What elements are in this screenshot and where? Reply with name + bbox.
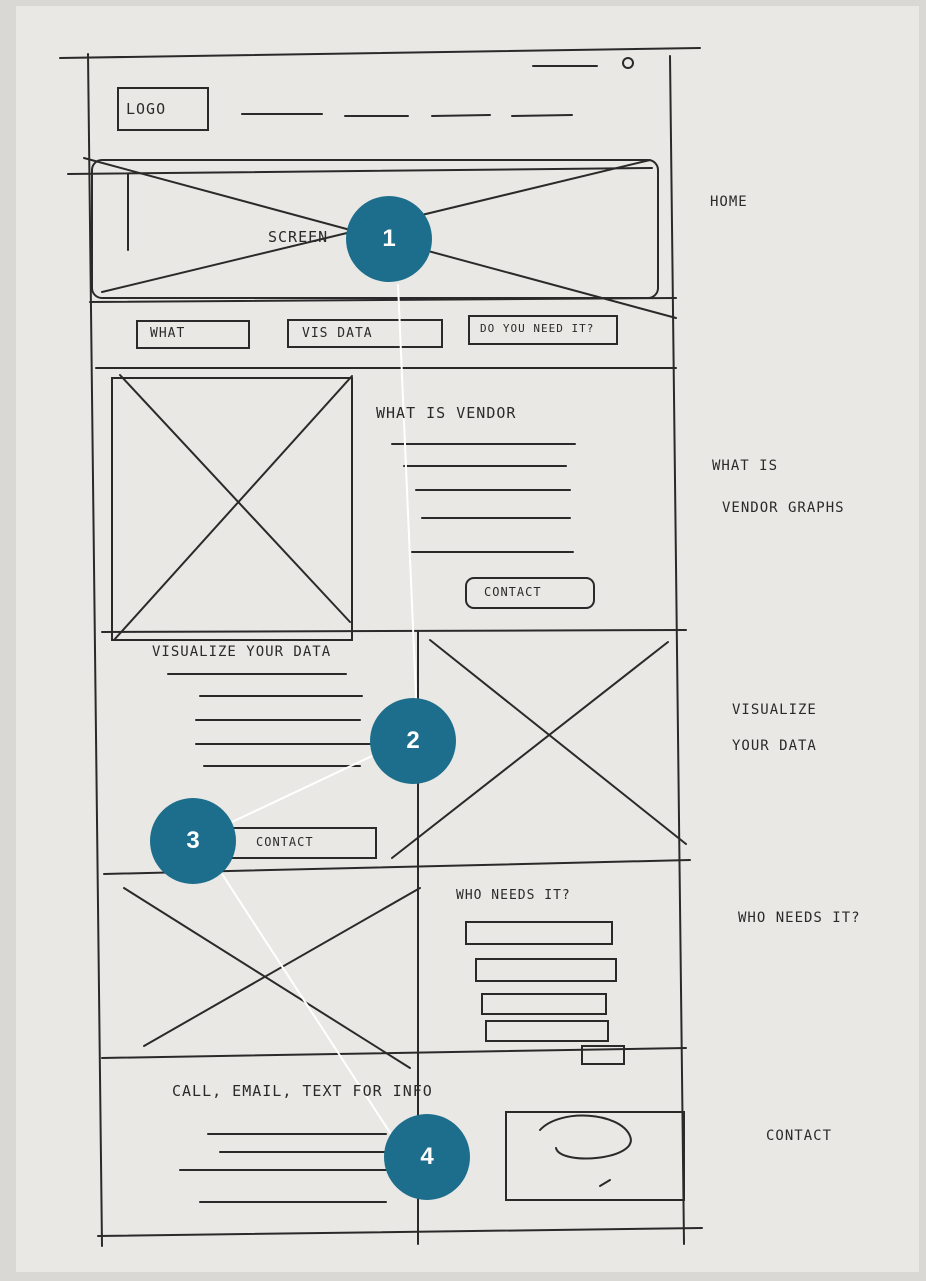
hero-box	[91, 159, 659, 299]
who-bottom-line	[101, 1047, 687, 1059]
nav-button-vis	[287, 319, 443, 348]
what-image-cross-2	[113, 375, 353, 641]
vis-contact-button[interactable]: CONTACT	[256, 835, 314, 849]
side-note-what-line1: WHAT IS	[712, 458, 779, 474]
user-icon	[622, 57, 634, 69]
what-contact-button[interactable]: CONTACT	[484, 585, 542, 599]
side-note-contact: CONTACT	[766, 1128, 833, 1144]
who-list-box-4	[485, 1020, 609, 1042]
vis-image-cross-2	[391, 641, 669, 859]
contact-image-mark	[599, 1179, 611, 1187]
nav-button-what	[136, 320, 250, 349]
connector-1-2	[397, 283, 419, 743]
contact-heading: CALL, EMAIL, TEXT FOR INFO	[172, 1082, 433, 1100]
vis-heading: VISUALIZE YOUR DATA	[152, 644, 332, 660]
nav-button-need	[468, 315, 618, 345]
contact-image-box	[505, 1111, 685, 1201]
nav-need-label[interactable]: DO YOU NEED IT?	[480, 322, 595, 335]
nav-vis-label[interactable]: VIS DATA	[302, 326, 373, 341]
hero-line	[67, 167, 653, 175]
connector-2-3	[231, 755, 373, 823]
logo-label: LOGO	[126, 100, 167, 118]
who-image-cross-1	[123, 887, 411, 1069]
marker-4[interactable]: 4	[384, 1114, 470, 1200]
side-note-what-line2: VENDOR GRAPHS	[722, 500, 845, 516]
side-note-home: HOME	[710, 194, 748, 210]
who-list-box-1	[465, 921, 613, 945]
side-note-vis-line2: YOUR DATA	[732, 738, 817, 754]
what-heading: WHAT IS VENDOR	[376, 404, 517, 422]
frame-bottom-line	[97, 1227, 703, 1237]
frame-right-line	[669, 55, 685, 1245]
nav-what-label[interactable]: WHAT	[150, 326, 186, 341]
nav-placeholder-3	[431, 114, 491, 117]
hero-bottom-line	[89, 297, 677, 303]
who-heading: WHO NEEDS IT?	[456, 888, 571, 903]
side-note-who: WHO NEEDS IT?	[738, 910, 861, 926]
hero-label: SCREEN	[268, 228, 329, 246]
connector-3-4	[221, 873, 401, 1149]
frame-left-line	[87, 53, 103, 1247]
who-list-box-2	[475, 958, 617, 982]
marker-3[interactable]: 3	[150, 798, 236, 884]
frame-top-line	[59, 47, 701, 59]
vis-image-cross-1	[429, 639, 687, 845]
what-image-cross-1	[119, 374, 351, 623]
marker-1[interactable]: 1	[346, 196, 432, 282]
logo-box	[117, 87, 209, 131]
what-image-box	[111, 377, 353, 641]
marker-2[interactable]: 2	[370, 698, 456, 784]
who-list-box-3	[481, 993, 607, 1015]
what-bottom-line	[101, 629, 687, 633]
side-note-vis-line1: VISUALIZE	[732, 702, 817, 718]
who-button-box	[581, 1045, 625, 1065]
what-contact-box	[465, 577, 595, 609]
nav-placeholder-4	[511, 114, 573, 117]
contact-image-scribble	[539, 1114, 632, 1160]
